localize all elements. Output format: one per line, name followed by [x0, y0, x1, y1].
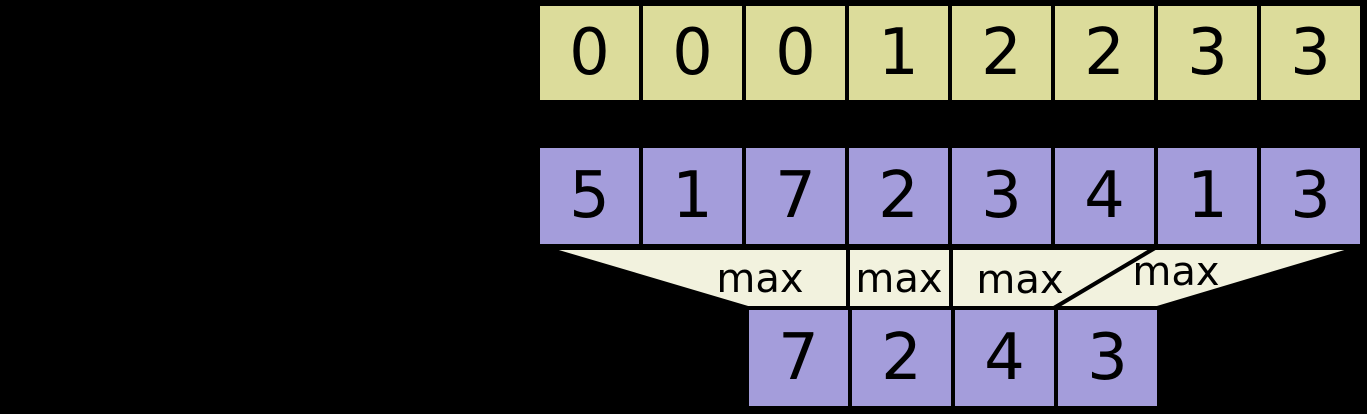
data-cell-1: 1 [639, 144, 746, 248]
segment-id-cell-1: 0 [639, 2, 746, 104]
output-row: 7 2 4 3 [745, 306, 1161, 410]
output-cell-3: 3 [1054, 306, 1161, 410]
data-cell-0: 5 [536, 144, 643, 248]
segment-id-cell-0: 0 [536, 2, 643, 104]
output-cell-0: 7 [745, 306, 852, 410]
data-row: 5 1 7 2 3 4 1 3 [536, 144, 1364, 248]
max-label-3: max [976, 257, 1064, 303]
max-label-4: max [1132, 249, 1220, 295]
segment-id-cell-4: 2 [948, 2, 1055, 104]
segment-id-cell-7: 3 [1257, 2, 1364, 104]
segment-id-cell-5: 2 [1051, 2, 1158, 104]
max-label-1: max [716, 256, 804, 302]
max-label-2: max [855, 256, 943, 302]
output-cell-1: 2 [848, 306, 955, 410]
segment-ids-row: 0 0 0 1 2 2 3 3 [536, 2, 1364, 104]
segment-id-cell-3: 1 [845, 2, 952, 104]
data-cell-7: 3 [1257, 144, 1364, 248]
data-cell-6: 1 [1154, 144, 1261, 248]
output-cell-2: 4 [951, 306, 1058, 410]
data-cell-5: 4 [1051, 144, 1158, 248]
